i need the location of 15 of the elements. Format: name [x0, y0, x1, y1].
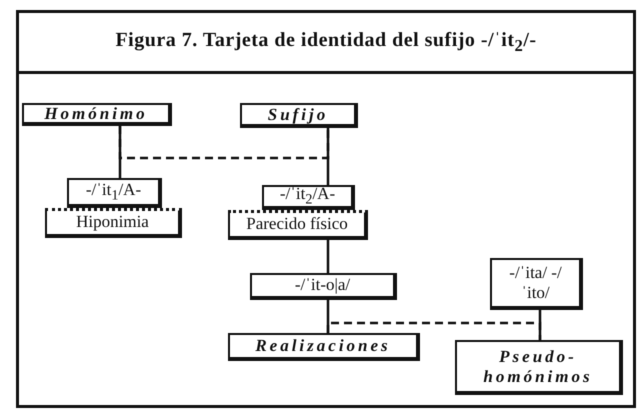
heading-box: Homónimo — [22, 103, 172, 126]
label-box: -/ˈita/ -/ˈito/ — [490, 258, 583, 310]
heading-box: Sufijo — [240, 103, 358, 128]
label-box: -/ˈit$_{2}$/A- — [262, 185, 355, 210]
heading-box: Realizaciones — [228, 333, 420, 361]
label-box: -/ˈit$_{1}$/A- — [67, 178, 162, 208]
label-box: Parecido físico — [228, 210, 368, 240]
label-box: -/ˈit-o|a/ — [250, 273, 397, 300]
heading-box: Pseudo- homónimos — [455, 340, 623, 395]
title: Figura 7. Tarjeta de identidad del sufijo -/ˈit$_{2}$/- — [114, 28, 538, 56]
connector-line — [326, 240, 330, 273]
label-box: Hiponimia — [45, 208, 182, 238]
connector-line — [326, 128, 330, 185]
dashed-connector — [118, 126, 330, 160]
connector-line — [538, 310, 542, 340]
